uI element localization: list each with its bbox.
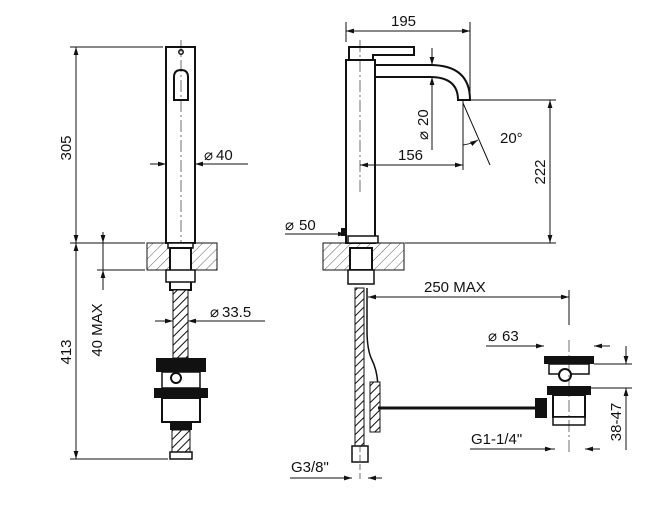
fixing-nut <box>156 358 206 372</box>
dim-diam-50-symbol: ⌀ <box>285 217 294 234</box>
dim-g3-8: G3/8" <box>291 459 329 476</box>
side-body <box>345 59 376 244</box>
spout <box>374 64 472 101</box>
dim-diam-63: 63 <box>502 328 519 345</box>
dim-diam-20: 20 <box>415 109 432 126</box>
dim-diam-63-symbol: ⌀ <box>488 328 497 345</box>
dim-diam-33-5: 33.5 <box>222 304 251 321</box>
dim-250-max: 250 MAX <box>424 279 486 296</box>
dim-222: 222 <box>532 159 549 184</box>
dim-diam-33-5-symbol: ⌀ <box>210 304 219 321</box>
dim-diam-50: 50 <box>299 217 316 234</box>
dim-diam-40-symbol: ⌀ <box>204 147 213 164</box>
front-view: 305 413 40 MAX ⌀ 40 ⌀ 33.5 <box>58 40 265 460</box>
dim-156: 156 <box>398 147 423 164</box>
dim-38-47: 38-47 <box>608 403 625 441</box>
braided-hose-side <box>354 287 365 449</box>
dim-40-max: 40 MAX <box>89 303 106 356</box>
braided-hose-front <box>172 289 189 359</box>
lever-handle <box>348 46 415 61</box>
dim-413: 413 <box>58 339 75 364</box>
dim-195: 195 <box>391 13 416 30</box>
dim-305: 305 <box>58 135 75 160</box>
side-view: 195 ⌀ 20 156 20° 222 ⌀ 50 250 MAX ⌀ 63 <box>285 13 632 481</box>
dim-diam-40: 40 <box>216 147 233 164</box>
dim-angle-20: 20° <box>500 130 523 147</box>
dim-g1-1-4: G1-1/4" <box>471 431 522 448</box>
dim-diam-20-symbol: ⌀ <box>415 131 432 140</box>
shank <box>169 247 192 291</box>
hose-ends-front <box>171 429 191 453</box>
